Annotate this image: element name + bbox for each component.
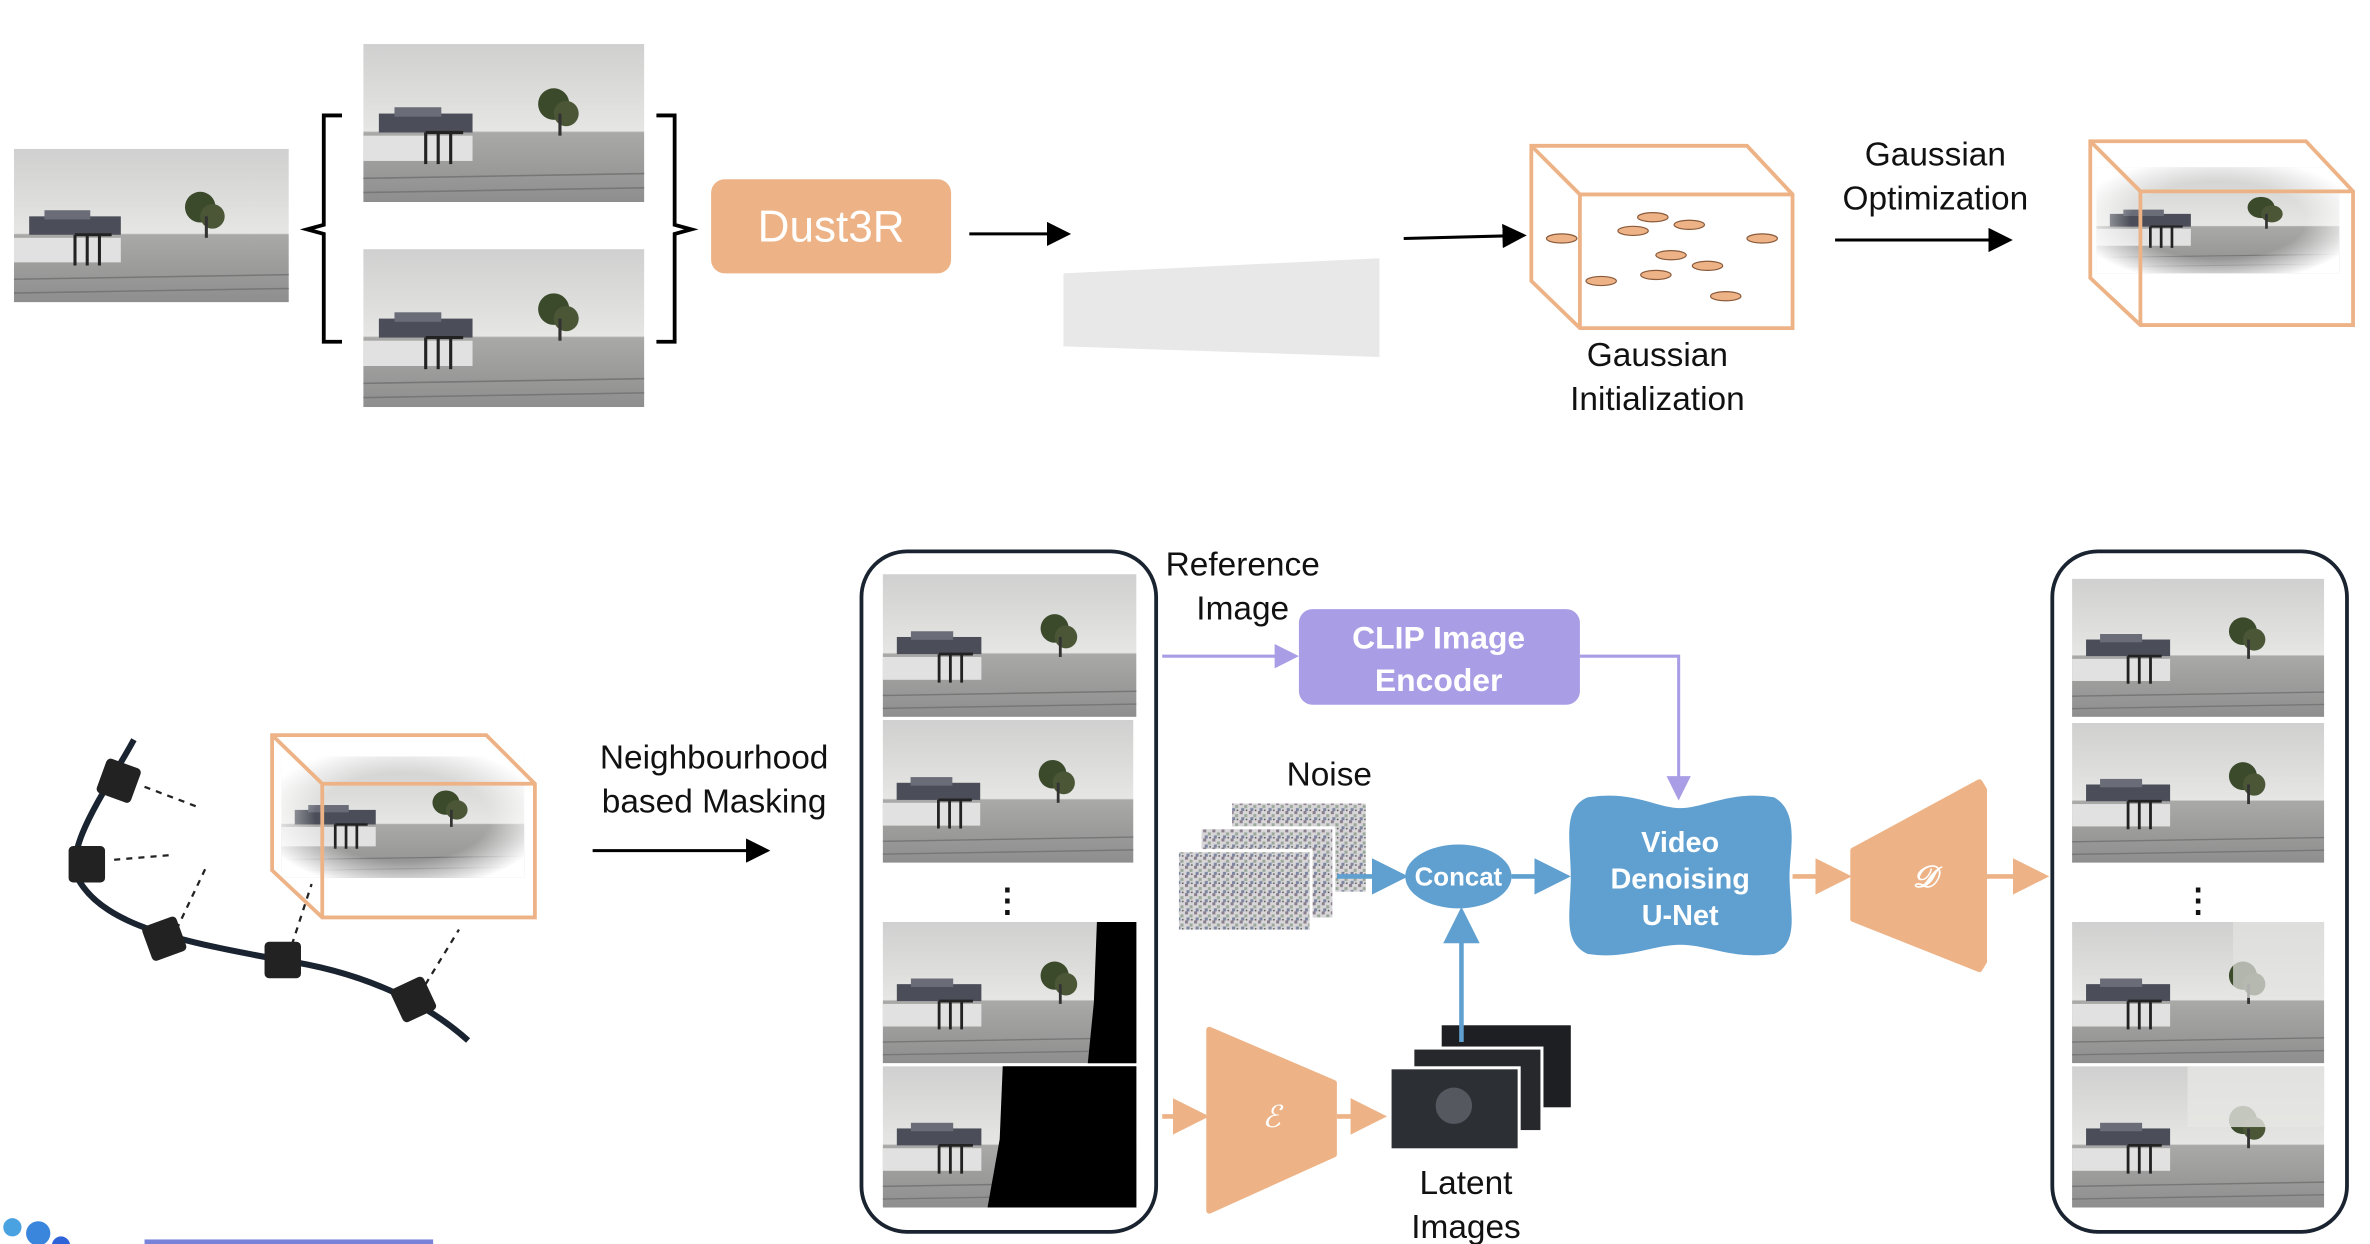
latent-label-2: Images: [1411, 1209, 1521, 1244]
gaussian-init-label-1: Gaussian: [1587, 337, 1728, 374]
output-frame: [2072, 723, 2325, 863]
encoder-block: [1206, 1026, 1337, 1214]
arrow: [1403, 223, 1527, 249]
clip-encoder-box: [1298, 609, 1580, 705]
reference-label-1: Reference: [1166, 547, 1320, 584]
optimized-gaussian-cube: [2088, 139, 2355, 327]
output-frames-panel: [2050, 549, 2349, 1234]
unet-label-3: U-Net: [1642, 900, 1719, 932]
gaussian-init-label-2: Initialization: [1570, 381, 1745, 418]
output-frame: [2072, 578, 2325, 717]
masking-label-1: Neighbourhood: [600, 740, 828, 777]
arrow: [1579, 654, 1691, 801]
right-bracket: [656, 113, 699, 344]
frame: [882, 719, 1134, 863]
view-image-2: [363, 249, 645, 408]
video-denoising-unet: [1569, 795, 1792, 956]
masked-gaussian-cube: [270, 733, 537, 920]
view-image-1: [363, 44, 645, 203]
ellipsis: ⋮: [991, 882, 1024, 919]
masked-frames-panel: [859, 549, 1159, 1234]
decoder-block: [1850, 779, 1987, 973]
left-bracket: [299, 113, 342, 344]
reference-frame: [882, 574, 1137, 717]
masking-label-2: based Masking: [602, 784, 827, 821]
point-cloud-image: [1063, 134, 1387, 357]
reference-label-2: Image: [1196, 591, 1289, 628]
clip-label-2: Encoder: [1375, 662, 1503, 698]
concat-node: [1405, 844, 1512, 909]
dust3r-box: [711, 179, 952, 274]
clip-label-1: CLIP Image: [1352, 620, 1525, 656]
dust3r-label: Dust3R: [758, 203, 905, 252]
unet-label-2: Denoising: [1610, 864, 1749, 896]
concat-label: Concat: [1415, 864, 1503, 892]
gaussian-init-cube: [1529, 143, 1795, 330]
encoder-symbol: ℰ: [1262, 1101, 1284, 1134]
gaussian-opt-label-2: Optimization: [1843, 181, 2029, 218]
input-image: [13, 148, 289, 303]
camera-trajectory: [68, 738, 471, 1043]
camera-icon: [68, 758, 437, 1023]
noise-label: Noise: [1287, 756, 1372, 793]
gaussian-opt-label-1: Gaussian: [1865, 137, 2006, 174]
latent-frames: [1388, 1022, 1574, 1152]
noise-frames: [1175, 800, 1369, 933]
latent-label-1: Latent: [1420, 1165, 1514, 1202]
watermark-logo: [3, 1218, 434, 1244]
ellipsis: ⋮: [2181, 882, 2214, 919]
unet-label-1: Video: [1641, 827, 1719, 859]
